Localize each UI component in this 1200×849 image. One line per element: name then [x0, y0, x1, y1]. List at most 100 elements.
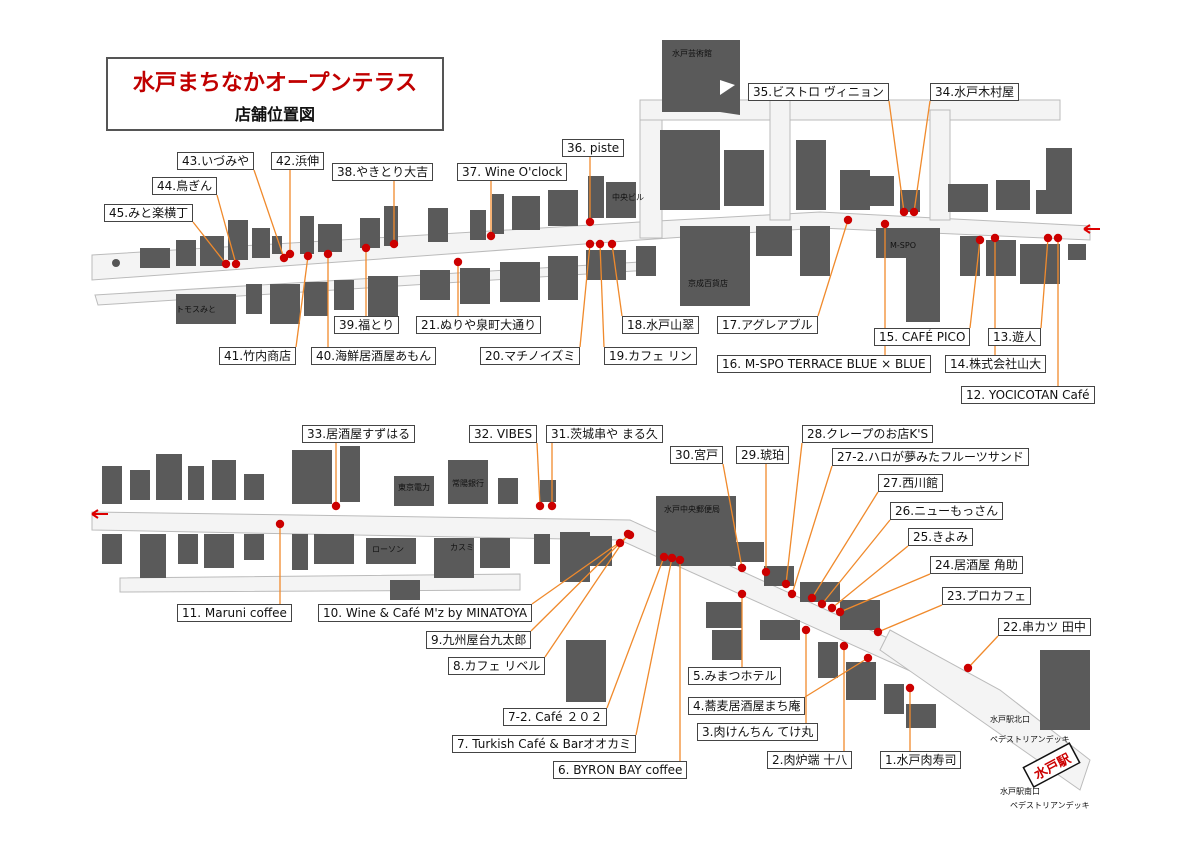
pin-s42[interactable] — [285, 249, 295, 259]
shop-label-s12[interactable]: 12. YOCICOTAN Café — [961, 386, 1095, 404]
pin-s20[interactable] — [585, 239, 595, 249]
shop-label-s3[interactable]: 3.肉けんちん てけ丸 — [697, 723, 819, 741]
shop-label-s16[interactable]: 16. M-SPO TERRACE BLUE × BLUE — [717, 355, 931, 373]
pin-s33[interactable] — [331, 501, 341, 511]
shop-label-s19[interactable]: 19.カフェ リン — [604, 347, 697, 365]
pin-s30[interactable] — [737, 563, 747, 573]
pin-s34[interactable] — [909, 207, 919, 217]
pin-s38[interactable] — [389, 239, 399, 249]
pin-s44[interactable] — [231, 259, 241, 269]
shop-label-s33[interactable]: 33.居酒屋すずはる — [302, 425, 416, 443]
pin-s5[interactable] — [737, 589, 747, 599]
pin-s31[interactable] — [547, 501, 557, 511]
pin-s18[interactable] — [607, 239, 617, 249]
pin-s26[interactable] — [817, 599, 827, 609]
shop-label-s9[interactable]: 9.九州屋台九太郎 — [426, 631, 532, 649]
shop-label-s23[interactable]: 23.プロカフェ — [942, 587, 1032, 605]
pin-s14[interactable] — [990, 233, 1000, 243]
pin-s12[interactable] — [1053, 233, 1063, 243]
pin-s23[interactable] — [873, 627, 883, 637]
leader-s9 — [530, 542, 621, 632]
pin-s28[interactable] — [781, 579, 791, 589]
leader-s41 — [295, 255, 309, 348]
shop-label-s25[interactable]: 25.きよみ — [908, 528, 974, 546]
pin-s32[interactable] — [535, 501, 545, 511]
shop-label-s39[interactable]: 39.福とり — [334, 316, 400, 334]
leader-s20 — [579, 243, 591, 348]
pin-s11[interactable] — [275, 519, 285, 529]
pin-s272[interactable] — [787, 589, 797, 599]
pin-s40[interactable] — [323, 249, 333, 259]
pin-s1[interactable] — [905, 683, 915, 693]
shop-label-s10[interactable]: 10. Wine & Café M'z by MINATOYA — [318, 604, 533, 622]
pin-s7[interactable] — [667, 553, 677, 563]
shop-label-s31[interactable]: 31.茨城串や まる久 — [546, 425, 663, 443]
shop-label-s2[interactable]: 2.肉炉端 十八 — [767, 751, 853, 769]
pin-s27[interactable] — [807, 593, 817, 603]
pin-s13[interactable] — [1043, 233, 1053, 243]
shop-label-s13[interactable]: 13.遊人 — [988, 328, 1042, 346]
shop-label-s34[interactable]: 34.水戸木村屋 — [930, 83, 1020, 101]
shop-label-s20[interactable]: 20.マチノイズミ — [480, 347, 581, 365]
shop-label-s18[interactable]: 18.水戸山翠 — [622, 316, 700, 334]
pin-s6[interactable] — [675, 555, 685, 565]
pin-s35[interactable] — [899, 207, 909, 217]
pin-s9[interactable] — [615, 538, 625, 548]
shop-label-s43[interactable]: 43.いづみや — [177, 152, 255, 170]
shop-label-s36[interactable]: 36. piste — [562, 139, 625, 157]
shop-label-s272[interactable]: 27-2.ハロが夢みたフルーツサンド — [832, 448, 1029, 466]
pin-s39[interactable] — [361, 243, 371, 253]
pin-s15[interactable] — [975, 235, 985, 245]
shop-label-s35[interactable]: 35.ビストロ ヴィニョン — [748, 83, 889, 101]
shop-label-s14[interactable]: 14.株式会社山大 — [945, 355, 1047, 373]
pin-s72[interactable] — [659, 552, 669, 562]
shop-label-s30[interactable]: 30.宮戸 — [670, 446, 724, 464]
shop-label-s26[interactable]: 26.ニューもっさん — [890, 502, 1004, 520]
shop-label-s7[interactable]: 7. Turkish Café & Barオオカミ — [452, 735, 637, 753]
pin-s43[interactable] — [279, 253, 289, 263]
pin-s2[interactable] — [839, 641, 849, 651]
shop-label-s37[interactable]: 37. Wine O'clock — [457, 163, 568, 181]
shop-label-s15[interactable]: 15. CAFÉ PICO — [874, 328, 971, 346]
shop-label-s17[interactable]: 17.アグレアブル — [717, 316, 818, 334]
pin-s10[interactable] — [625, 530, 635, 540]
pin-s16[interactable] — [880, 219, 890, 229]
shop-label-s6[interactable]: 6. BYRON BAY coffee — [553, 761, 688, 779]
shop-label-s28[interactable]: 28.クレープのお店K'S — [802, 425, 934, 443]
shop-label-s27[interactable]: 27.西川館 — [878, 474, 944, 492]
pin-s3[interactable] — [801, 625, 811, 635]
pin-s41[interactable] — [303, 251, 313, 261]
shop-label-s24[interactable]: 24.居酒屋 角助 — [930, 556, 1023, 574]
pin-s36[interactable] — [585, 217, 595, 227]
shop-label-s5[interactable]: 5.みまつホテル — [688, 667, 782, 685]
pin-s4[interactable] — [863, 653, 873, 663]
shop-label-s40[interactable]: 40.海鮮居酒屋あもん — [311, 347, 437, 365]
pin-s19[interactable] — [595, 239, 605, 249]
shop-label-s45[interactable]: 45.みと楽横丁 — [104, 204, 194, 222]
shop-label-s22[interactable]: 22.串カツ 田中 — [998, 618, 1091, 636]
shop-label-s1[interactable]: 1.水戸肉寿司 — [880, 751, 962, 769]
pin-s45[interactable] — [221, 259, 231, 269]
pin-s22[interactable] — [963, 663, 973, 673]
shop-label-s42[interactable]: 42.浜伸 — [271, 152, 325, 170]
pin-s29[interactable] — [761, 567, 771, 577]
shop-label-s11[interactable]: 11. Maruni coffee — [177, 604, 292, 622]
shop-label-s8[interactable]: 8.カフェ リベル — [448, 657, 546, 675]
shop-label-s72[interactable]: 7-2. Café ２０２ — [503, 708, 608, 726]
pin-s37[interactable] — [486, 231, 496, 241]
pin-s21[interactable] — [453, 257, 463, 267]
shop-label-s21[interactable]: 21.ぬりや泉町大通り — [416, 316, 542, 334]
shop-label-s38[interactable]: 38.やきとり大吉 — [332, 163, 434, 181]
pin-s17[interactable] — [843, 215, 853, 225]
leader-s35 — [888, 100, 905, 213]
leader-s19 — [599, 243, 605, 348]
pin-s25[interactable] — [827, 603, 837, 613]
shop-label-s41[interactable]: 41.竹内商店 — [219, 347, 297, 365]
pin-s24[interactable] — [835, 607, 845, 617]
shop-label-s44[interactable]: 44.鳥ぎん — [152, 177, 218, 195]
shop-label-s29[interactable]: 29.琥珀 — [736, 446, 790, 464]
leader-s30 — [722, 463, 743, 569]
shop-label-s4[interactable]: 4.蕎麦居酒屋まち庵 — [688, 697, 806, 715]
leader-s8 — [544, 533, 629, 658]
shop-label-s32[interactable]: 32. VIBES — [469, 425, 538, 443]
